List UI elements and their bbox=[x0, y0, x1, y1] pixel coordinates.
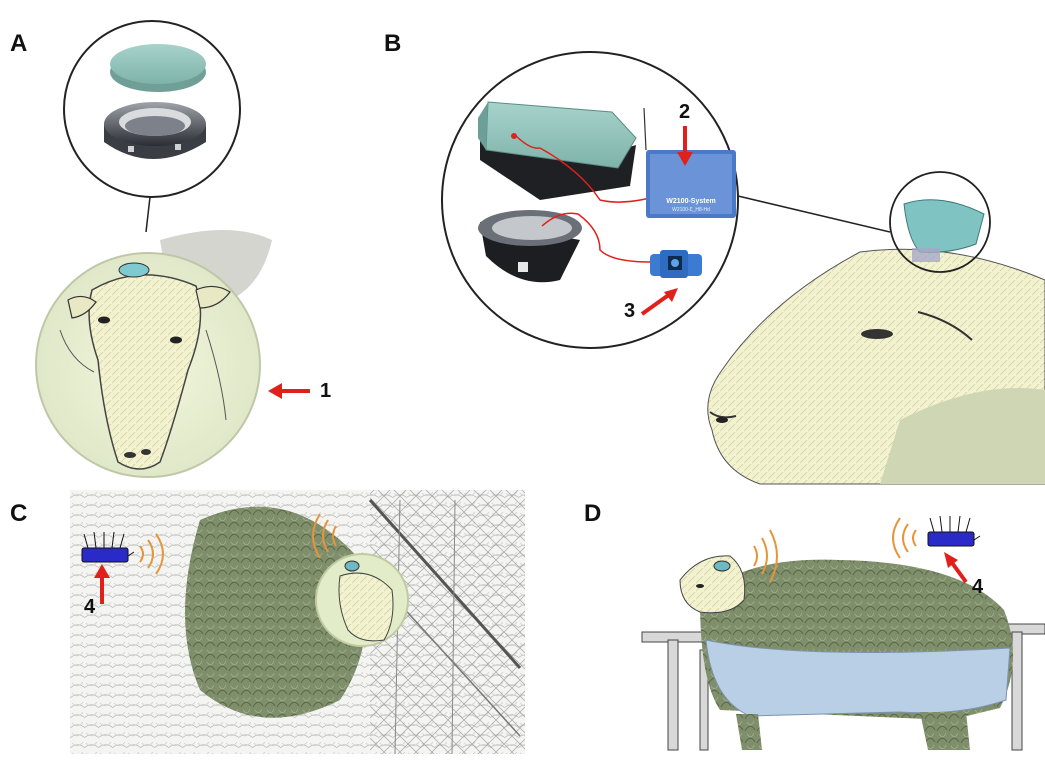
sheep-head-b bbox=[708, 249, 1045, 484]
headstage-cap-icon bbox=[110, 44, 206, 92]
implant-cap-icon bbox=[345, 561, 359, 571]
callout-4-c: 4 bbox=[84, 596, 95, 619]
callout-2: 2 bbox=[679, 101, 690, 124]
panel-b: W2100-System W2100-Ɛ_H8-Hd bbox=[442, 52, 1045, 484]
panel-a bbox=[36, 21, 310, 477]
panel-d bbox=[642, 516, 1045, 750]
implant-cap-icon bbox=[119, 263, 149, 277]
standing-sheep bbox=[680, 556, 1013, 750]
red-arrow-icon bbox=[268, 383, 310, 399]
panel-label-b: B bbox=[384, 30, 401, 58]
callout-1: 1 bbox=[320, 380, 331, 403]
panel-label-c: C bbox=[10, 500, 27, 528]
callout-3: 3 bbox=[624, 300, 635, 323]
wifi-signal-icon bbox=[893, 518, 916, 558]
panel-c bbox=[70, 490, 525, 754]
panel-label-a: A bbox=[10, 30, 27, 58]
implant-cap-icon bbox=[714, 561, 730, 571]
router-icon bbox=[928, 516, 980, 546]
device-label-line2: W2100-Ɛ_H8-Hd bbox=[672, 207, 710, 213]
device-label-line1: W2100-System bbox=[666, 198, 715, 205]
wireless-transmitter-icon bbox=[650, 250, 702, 278]
callout-4-d: 4 bbox=[972, 576, 983, 599]
panel-label-d: D bbox=[584, 500, 601, 528]
